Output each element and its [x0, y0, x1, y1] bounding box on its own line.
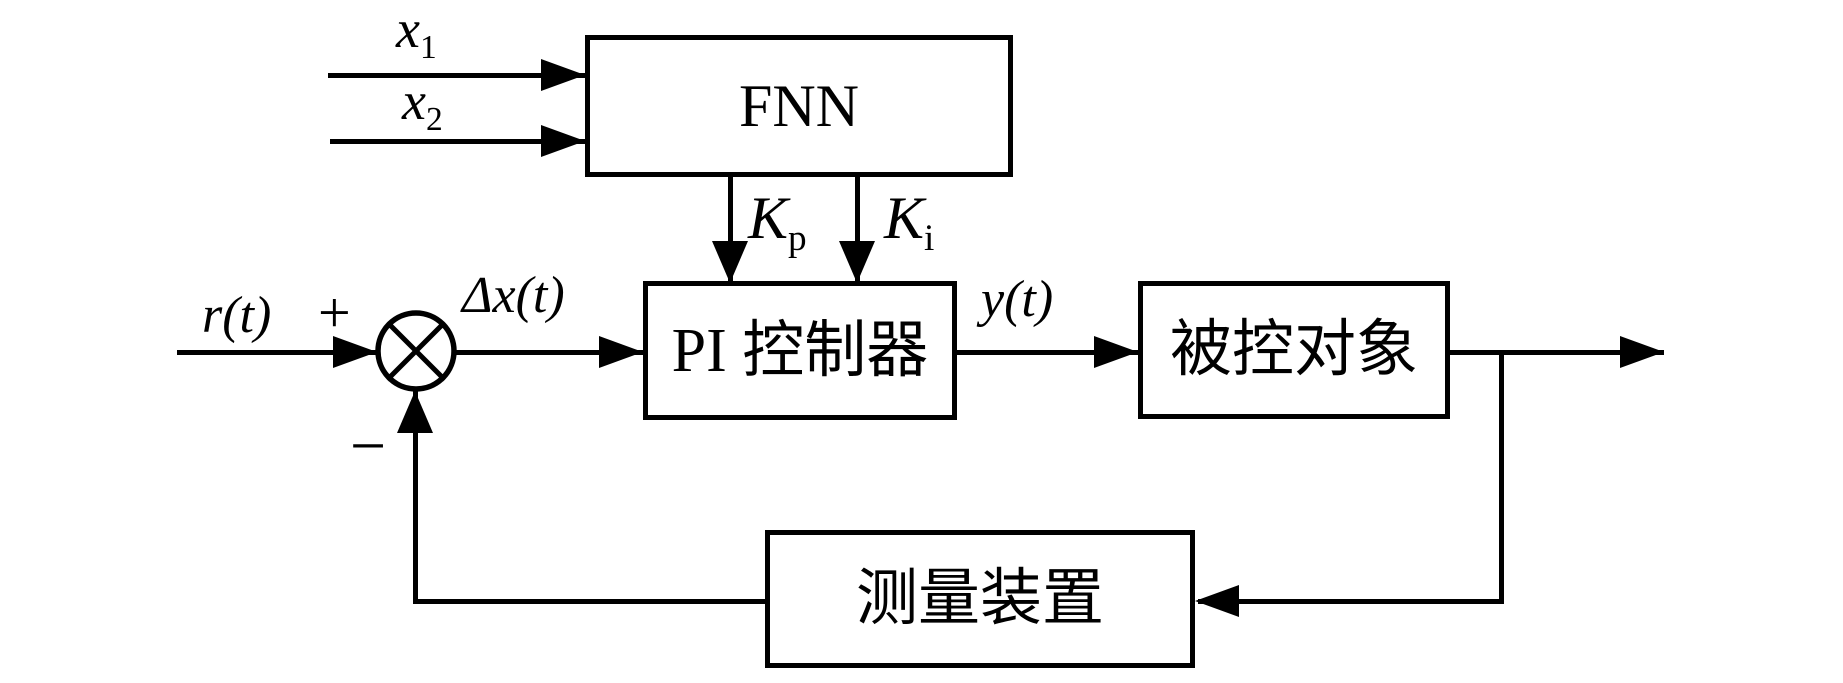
- ki-base: K: [884, 185, 925, 251]
- summing-junction: [375, 310, 457, 392]
- ki-arrowhead-icon: [839, 241, 875, 283]
- fnn-block: FNN: [585, 35, 1013, 177]
- output-signal-label: y(t): [981, 271, 1054, 328]
- controller-output-arrowhead-icon: [1094, 336, 1138, 368]
- x1-subscript: 1: [419, 28, 437, 66]
- minus-sign: −: [350, 410, 387, 481]
- x2-subscript: 2: [425, 100, 443, 138]
- pi-controller-block: PI 控制器: [643, 281, 957, 420]
- kp-gain-label: Kp: [748, 185, 807, 257]
- feedback-up-line: [413, 391, 418, 604]
- controller-output-line: [957, 350, 1138, 355]
- ki-output-line: [855, 175, 860, 283]
- reference-signal-label: r(t): [202, 287, 272, 344]
- kp-output-line: [728, 175, 733, 283]
- measuring-device-label: 测量装置: [855, 565, 1104, 633]
- system-output-arrowhead-icon: [1620, 336, 1664, 368]
- controlled-plant-label: 被控对象: [1169, 316, 1418, 384]
- pi-controller-label: PI 控制器: [671, 316, 929, 385]
- kp-arrowhead-icon: [712, 241, 748, 283]
- x2-arrowhead-icon: [541, 125, 585, 157]
- x2-base: x: [402, 71, 426, 131]
- junction-cross-line-2: [387, 322, 445, 380]
- error-arrowhead-icon: [599, 336, 643, 368]
- x1-arrowhead-icon: [541, 59, 585, 91]
- ki-subscript: i: [924, 217, 935, 259]
- measuring-device-block: 测量装置: [765, 530, 1195, 668]
- reference-arrowhead-icon: [333, 336, 377, 368]
- feedback-up-arrowhead-icon: [397, 391, 433, 433]
- feedback-arrowhead-icon: [1195, 585, 1239, 617]
- kp-base: K: [748, 185, 789, 251]
- reference-input-line: [177, 350, 377, 355]
- system-output-line: [1450, 350, 1664, 355]
- feedback-branch-line: [1499, 350, 1504, 604]
- error-signal-line: [455, 350, 643, 355]
- ki-gain-label: Ki: [884, 185, 934, 257]
- x1-base: x: [396, 0, 420, 59]
- kp-subscript: p: [788, 217, 807, 259]
- x2-input-line: [330, 139, 585, 144]
- x1-input-line: [328, 73, 585, 78]
- x2-signal-label: x2: [402, 71, 443, 136]
- error-signal-label: Δx(t): [462, 267, 565, 324]
- feedback-left-line: [413, 599, 765, 604]
- feedback-right-line: [1198, 599, 1504, 604]
- controlled-plant-block: 被控对象: [1138, 281, 1450, 419]
- x1-signal-label: x1: [396, 0, 437, 64]
- plus-sign: +: [318, 280, 351, 345]
- fnn-block-label: FNN: [738, 73, 860, 139]
